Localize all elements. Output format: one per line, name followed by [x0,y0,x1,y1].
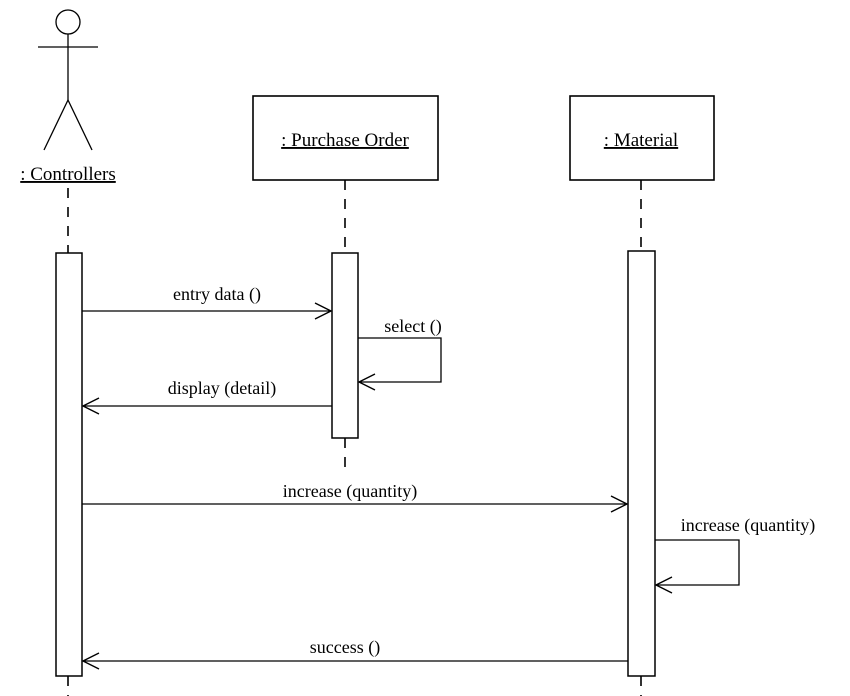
purchase-order-activation [331,252,359,439]
controllers-label: : Controllers [20,164,116,185]
message-label: increase (quantity) [681,515,815,536]
purchase-order-label: : Purchase Order [281,130,409,151]
purchase-order-box [252,95,439,181]
actor-head [55,9,81,35]
arrow-head-icon [81,397,100,415]
message-arrow-line [358,337,442,383]
message-label: entry data () [173,284,261,305]
actor-controllers: : Controllers [20,9,116,185]
material-label: : Material [604,130,678,151]
arrow-head-icon [654,576,673,594]
message-label: display (detail) [168,378,276,399]
material-box [569,95,715,181]
controllers-activation [55,252,83,677]
object-purchase-order: : Purchase Order [252,95,439,181]
arrow-head-icon [314,302,333,320]
arrow-head-icon [357,373,376,391]
message-entry-data: entry data () [82,284,333,320]
message-label: select () [384,316,441,337]
message-increase-quantity: increase (quantity) [82,481,629,513]
arrow-head-icon [610,495,629,513]
actor-left-leg [43,99,69,151]
message-arrow-line [655,539,740,586]
message-display-detail: display (detail) [81,378,332,415]
material-activation [627,250,656,677]
message-success: success () [81,637,628,670]
arrow-head-icon [81,652,100,670]
object-material: : Material [569,95,715,181]
actor-right-leg [67,99,93,151]
message-label: success () [310,637,380,658]
message-increase-quantity-self: increase (quantity) [654,515,815,594]
message-label: increase (quantity) [283,481,417,502]
message-select: select () [357,316,442,391]
